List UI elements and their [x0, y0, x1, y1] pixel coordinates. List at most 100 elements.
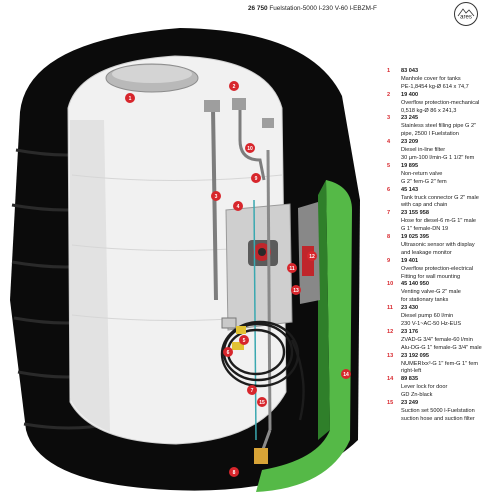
legend-item-code: 23 249 [401, 400, 419, 407]
legend-item-description: 230 V-1~AC-50 Hz-EUS [401, 321, 462, 327]
legend-item-description: Overflow protection-electrical [401, 265, 474, 272]
legend-item-description: Fitting for wall mounting [401, 273, 461, 280]
svg-text:6: 6 [227, 350, 230, 356]
legend-item-description: G 2" fem-G 2" fem [401, 178, 447, 185]
svg-text:15: 15 [259, 400, 265, 406]
callout-11: 11 [287, 263, 297, 273]
legend-item-description: PE-1,8454 kg-Ø 614 x 74,7 [401, 83, 469, 90]
legend-item-description: Stainless steel filling pipe G 2" [401, 123, 477, 130]
legend-item-description: with cap and chain [401, 202, 448, 209]
legend-item-description: Venting valve-G 2" male [401, 289, 461, 296]
legend-item-description: Alu-DG-G 1" female-G 3/4" male [401, 344, 482, 351]
tank-diagram: 1 2 3 4 5 6 7 8 9 10 11 12 13 14 15 [10, 28, 360, 492]
legend-item-description: pipe, 2500 l Fuelstation [401, 131, 459, 138]
legend-item-number: 14 [387, 376, 394, 383]
brand-logo: ares [454, 2, 478, 26]
header-title-line: 26 750 Fuelstation-5000 l-230 V-60 l-EBZ… [248, 2, 448, 16]
legend-item-description: Non-return valve [401, 170, 443, 177]
callout-13: 13 [291, 285, 301, 295]
callout-3: 3 [211, 191, 221, 201]
callout-14: 14 [341, 369, 351, 379]
legend-item-description: ZVAD-G 3/4" female-60 l/min [401, 336, 473, 343]
legend-item-number: 1 [387, 68, 391, 74]
callout-15: 15 [257, 397, 267, 407]
legend-item-description: NUMERIxx³-G 1" fem-G 1" fem [401, 360, 479, 367]
legend-item-description: Manhole cover for tanks [401, 75, 461, 82]
callout-4: 4 [233, 201, 243, 211]
svg-text:8: 8 [233, 470, 236, 476]
legend-item-number: 12 [387, 328, 394, 335]
legend-item-number: 4 [387, 139, 391, 146]
callout-5: 5 [239, 335, 249, 345]
legend-item-number: 2 [387, 91, 391, 98]
inner-tank-shade [70, 120, 110, 432]
svg-text:4: 4 [237, 204, 240, 210]
callout-2: 2 [229, 81, 239, 91]
legend-item-code: 19 401 [401, 257, 419, 264]
callout-markers: 1 2 3 4 5 6 7 8 9 10 11 12 13 14 15 [125, 81, 351, 477]
legend-item-code: 19 895 [401, 162, 419, 169]
suction-filter [254, 448, 268, 464]
callout-8: 8 [229, 467, 239, 477]
legend-item-code: 45 143 [401, 186, 419, 193]
legend-item-description: Diesel in-line filter [401, 147, 446, 154]
legend-item-description: Hose for diesel-6 m-G 1" male [401, 218, 477, 225]
legend-item-code: 23 430 [401, 305, 419, 312]
legend-item-number: 7 [387, 210, 391, 217]
legend-item-code: 19 400 [401, 91, 419, 98]
svg-text:5: 5 [243, 338, 246, 344]
svg-text:12: 12 [309, 254, 315, 260]
legend-item-number: 10 [387, 281, 394, 288]
callout-6: 6 [223, 347, 233, 357]
legend-item-code: 45 140 950 [401, 281, 429, 288]
callout-10: 10 [245, 143, 255, 153]
filling-pipe [211, 107, 218, 301]
callout-7: 7 [247, 385, 257, 395]
legend-item-description: Suction set 5000 l-Fuelstation [401, 407, 475, 414]
legend-item-description: Overflow protection-mechanical [401, 99, 480, 106]
nozzle [302, 246, 314, 276]
svg-text:14: 14 [343, 372, 349, 378]
legend-item-number: 8 [387, 234, 391, 241]
legend-item-code: 83 043 [401, 68, 419, 74]
legend-item-number: 11 [387, 305, 393, 312]
vent-pipe [238, 108, 266, 181]
legend-item-description: Lever lock for door [401, 384, 448, 391]
legend-item-description: GD Zn-black [401, 392, 433, 399]
product-code: 26 750 [248, 5, 268, 12]
tank-truck-connector [221, 317, 246, 350]
callout-9: 9 [251, 173, 261, 183]
svg-text:7: 7 [251, 388, 254, 394]
sensor-line [253, 199, 257, 441]
legend-item-description: 0,518 kg-Ø 86 x 241,3 [401, 107, 457, 114]
top-fittings [204, 98, 274, 128]
svg-text:1: 1 [129, 96, 132, 102]
legend-item-description: Ultrasonic sensor with display [401, 241, 475, 248]
legend-item-description: 30 µm-100 l/min-G 1 1/2" fem [401, 154, 475, 161]
svg-text:13: 13 [293, 288, 299, 294]
legend-item-code: 89 835 [401, 376, 419, 383]
legend-item-number: 9 [387, 257, 391, 264]
legend-item-description: Tank truck connector G 2" male [401, 194, 479, 201]
legend-item-description: and leakage monitor [401, 249, 452, 256]
legend-item-number: 6 [387, 186, 391, 193]
legend-item-description: right-left [401, 368, 422, 375]
legend-item-description: G 1" female-DN 19 [401, 226, 449, 233]
diesel-pump [248, 240, 278, 266]
suction-pipe [266, 149, 272, 431]
svg-text:11: 11 [289, 266, 295, 272]
legend-item-code: 23 155 958 [401, 210, 429, 217]
green-door [256, 180, 352, 492]
